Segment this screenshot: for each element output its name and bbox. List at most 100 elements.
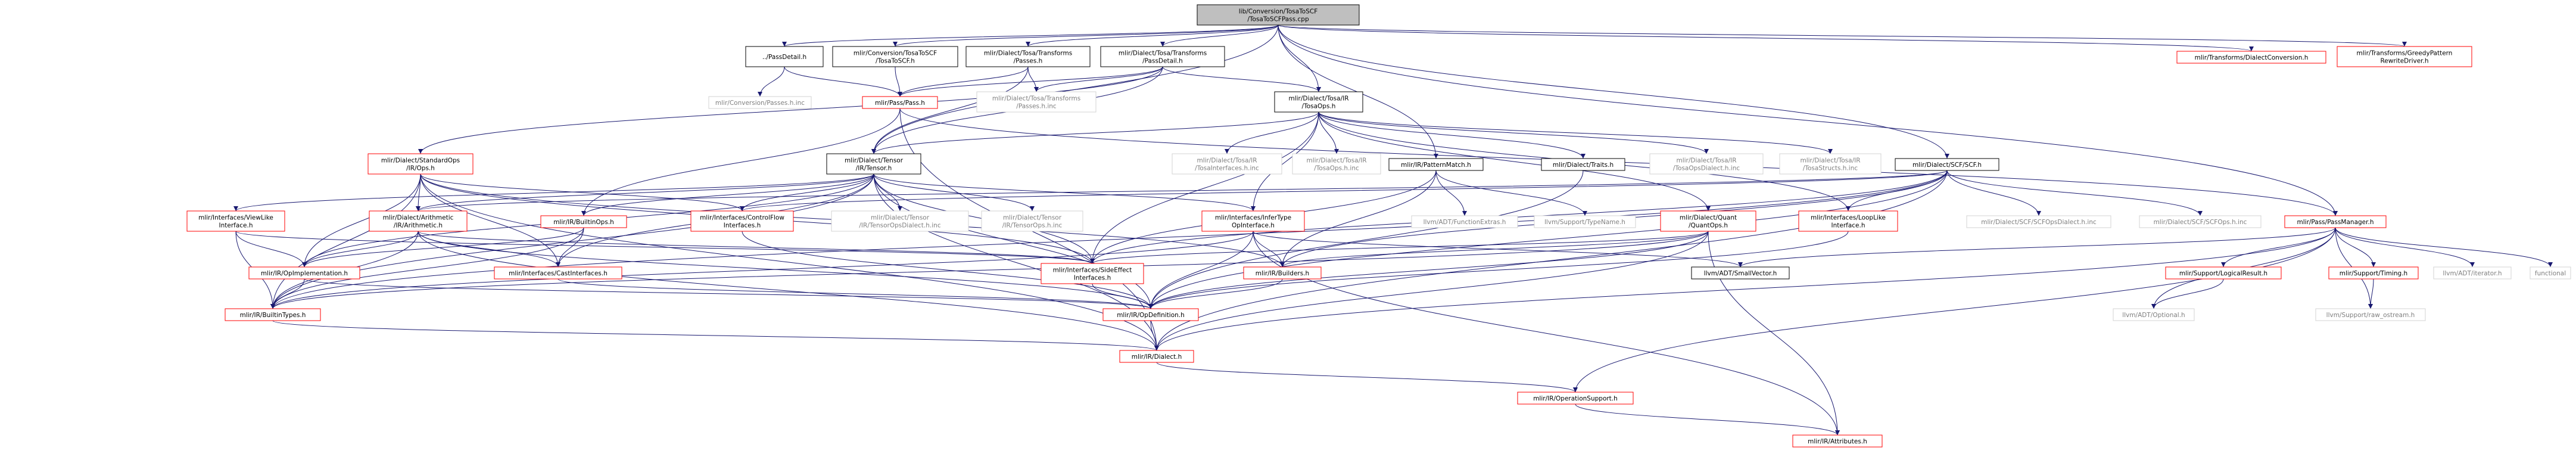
node-llvm_typename: llvm/Support/TypeName.h xyxy=(1534,215,1636,228)
node-ir_patternmatch[interactable]: mlir/IR/PatternMatch.h xyxy=(1388,158,1484,171)
node-box-tosa_transforms_passes xyxy=(965,46,1091,67)
node-box-smallvector xyxy=(1691,266,1790,280)
node-label-stdops-line-1: /IR/Ops.h xyxy=(406,165,435,172)
node-label-transforms_greedy-line-0: mlir/Transforms/GreedyPattern xyxy=(2357,50,2453,57)
node-stdops[interactable]: mlir/Dialect/StandardOps/IR/Ops.h xyxy=(367,153,474,175)
node-scf[interactable]: mlir/Dialect/SCF/SCF.h xyxy=(1895,158,1999,171)
node-box-tosa_transforms_passdetail xyxy=(1100,46,1225,67)
node-tosa_transforms_passdetail[interactable]: mlir/Dialect/Tosa/Transforms/PassDetail.… xyxy=(1100,46,1225,67)
node-tensor_dialect_inc: mlir/Dialect/Tensor/IR/TensorOpsDialect.… xyxy=(831,210,969,232)
node-tensor[interactable]: mlir/Dialect/Tensor/IR/Tensor.h xyxy=(826,153,921,175)
node-pass_pass[interactable]: mlir/Pass/Pass.h xyxy=(862,96,938,109)
node-opdefinition[interactable]: mlir/IR/OpDefinition.h xyxy=(1102,308,1199,321)
edge-opimpl-to-builtintypes xyxy=(270,278,305,309)
edge-quantops-to-opdefinition xyxy=(1148,231,1709,309)
node-box-conv_passes_inc xyxy=(708,96,812,109)
node-smallvector[interactable]: llvm/ADT/SmallVector.h xyxy=(1691,266,1790,280)
node-box-tosa_ops_inc xyxy=(1292,153,1381,175)
node-opsupport[interactable]: mlir/IR/OperationSupport.h xyxy=(1517,392,1634,405)
node-label-infertype-line-0: mlir/Interfaces/InferType xyxy=(1215,215,1291,222)
node-tensor_ops_inc: mlir/Dialect/Tensor/IR/TensorOps.h.inc xyxy=(981,210,1083,232)
node-label-tosa_interfaces_inc-line-1: /TosaInterfaces.h.inc xyxy=(1195,165,1259,172)
edge-builtinops-to-opimpl xyxy=(302,227,584,268)
node-label-quantops-line-1: /QuantOps.h xyxy=(1689,222,1728,229)
edge-quantops-to-builtintypes xyxy=(270,231,1709,309)
node-label-loopinterface-line-1: Interface.h xyxy=(1831,222,1865,229)
edge-tosa_ir_tosaops-to-quantops xyxy=(1318,111,1711,212)
edge-scf-to-controlflow xyxy=(740,170,1948,212)
edge-quantops-to-dialect xyxy=(1154,231,1709,351)
node-box-opdefinition xyxy=(1102,308,1199,321)
node-box-opsupport xyxy=(1517,392,1634,405)
edge-controlflow-to-opdefinition xyxy=(742,231,1153,309)
node-box-builtinops xyxy=(540,215,627,228)
edge-viewlike-to-opimpl xyxy=(235,231,307,268)
node-tosa_passes_inc: mlir/Dialect/Tosa/Transforms/Passes.h.in… xyxy=(976,91,1097,113)
node-box-functional xyxy=(2530,266,2571,280)
edge-stdops-to-controlflow xyxy=(420,173,745,212)
node-label-iterator-line-0: llvm/ADT/iterator.h xyxy=(2443,270,2502,277)
node-label-tosa_transforms_passes-line-0: mlir/Dialect/Tosa/Transforms xyxy=(984,50,1072,57)
edge-opsupport-to-attributes xyxy=(1575,403,1840,436)
node-castinterfaces[interactable]: mlir/Interfaces/CastInterfaces.h xyxy=(494,266,622,280)
node-opimpl[interactable]: mlir/IR/OpImplementation.h xyxy=(248,266,360,280)
node-box-raw_ostream xyxy=(2315,308,2426,321)
node-box-scf xyxy=(1895,158,1999,171)
node-tosa_transforms_passes[interactable]: mlir/Dialect/Tosa/Transforms/Passes.h xyxy=(965,46,1091,67)
node-label-functional-line-0: functional xyxy=(2535,270,2566,277)
edge-root-to-conv_tosatoscf xyxy=(893,24,1279,47)
edge-viewlike-to-sideeffect xyxy=(235,231,1095,264)
node-builders[interactable]: mlir/IR/Builders.h xyxy=(1243,266,1322,280)
node-dialect[interactable]: mlir/IR/Dialect.h xyxy=(1119,350,1194,363)
node-attributes[interactable]: mlir/IR/Attributes.h xyxy=(1792,434,1883,448)
node-label-arith-line-1: /IR/Arithmetic.h xyxy=(394,222,443,229)
node-label-transforms_dialectconversion-line-0: mlir/Transforms/DialectConversion.h xyxy=(2195,54,2309,61)
edge-tosa_ir_tosaops-to-sideeffect xyxy=(1090,111,1319,264)
node-box-iterator xyxy=(2433,266,2512,280)
node-box-tosa_passes_inc xyxy=(976,91,1097,113)
node-passmanager[interactable]: mlir/Pass/PassManager.h xyxy=(2284,215,2387,228)
edge-infertype-to-opdefinition xyxy=(1148,231,1254,309)
node-box-tensor_dialect_inc xyxy=(831,210,969,232)
node-pass_detail[interactable]: ../PassDetail.h xyxy=(745,46,824,67)
node-iterator: llvm/ADT/iterator.h xyxy=(2433,266,2512,280)
node-label-conv_passes_inc-line-0: mlir/Conversion/Passes.h.inc xyxy=(715,100,805,107)
node-box-tensor_ops_inc xyxy=(981,210,1083,232)
node-builtintypes[interactable]: mlir/IR/BuiltinTypes.h xyxy=(225,308,321,321)
node-tosa_ir_tosaops[interactable]: mlir/Dialect/Tosa/IR/TosaOps.h xyxy=(1274,91,1363,113)
node-box-logicalresult xyxy=(2165,266,2282,280)
node-box-llvm_functionextras xyxy=(1411,215,1518,228)
edge-stdops-to-dialect xyxy=(420,173,1159,351)
node-logicalresult[interactable]: mlir/Support/LogicalResult.h xyxy=(2165,266,2282,280)
edge-builders-to-opdefinition xyxy=(1148,278,1283,309)
node-builtinops[interactable]: mlir/IR/BuiltinOps.h xyxy=(540,215,627,228)
node-box-builtintypes xyxy=(225,308,321,321)
node-quantops[interactable]: mlir/Dialect/Quant/QuantOps.h xyxy=(1660,210,1756,232)
node-label-tosa_opsdialect_inc-line-0: mlir/Dialect/Tosa/IR xyxy=(1676,157,1736,164)
node-timing[interactable]: mlir/Support/Timing.h xyxy=(2328,266,2419,280)
node-box-optional xyxy=(2113,308,2195,321)
node-tosa_ops_inc: mlir/Dialect/Tosa/IR/TosaOps.h.inc xyxy=(1292,153,1381,175)
node-transforms_dialectconversion[interactable]: mlir/Transforms/DialectConversion.h xyxy=(2176,51,2326,64)
node-arith[interactable]: mlir/Dialect/Arithmetic/IR/Arithmetic.h xyxy=(369,210,468,232)
edge-passmanager-to-smallvector xyxy=(1738,227,2336,268)
edge-passmanager-to-iterator xyxy=(2335,227,2475,268)
node-label-timing-line-0: mlir/Support/Timing.h xyxy=(2340,270,2407,277)
edge-pass_pass-to-builtinops xyxy=(581,108,901,216)
node-dialect_traits[interactable]: mlir/Dialect/Traits.h xyxy=(1541,158,1625,171)
node-root[interactable]: lib/Conversion/TosaToSCF/TosaToSCFPass.c… xyxy=(1197,4,1360,26)
edge-scf-to-scf_dialect_inc xyxy=(1946,170,2041,216)
edge-tosa_transforms_passdetail-to-stdops xyxy=(418,66,1163,154)
node-label-pass_pass-line-0: mlir/Pass/Pass.h xyxy=(875,100,925,107)
node-conv_tosatoscf[interactable]: mlir/Conversion/TosaToSCF/TosaToSCF.h xyxy=(832,46,958,67)
edge-tosa_ir_tosaops-to-tosa_interfaces_inc xyxy=(1225,111,1319,154)
node-box-dialect_traits xyxy=(1541,158,1625,171)
node-label-logicalresult-line-0: mlir/Support/LogicalResult.h xyxy=(2179,270,2267,277)
node-transforms_greedy[interactable]: mlir/Transforms/GreedyPatternRewriteDriv… xyxy=(2337,46,2472,67)
